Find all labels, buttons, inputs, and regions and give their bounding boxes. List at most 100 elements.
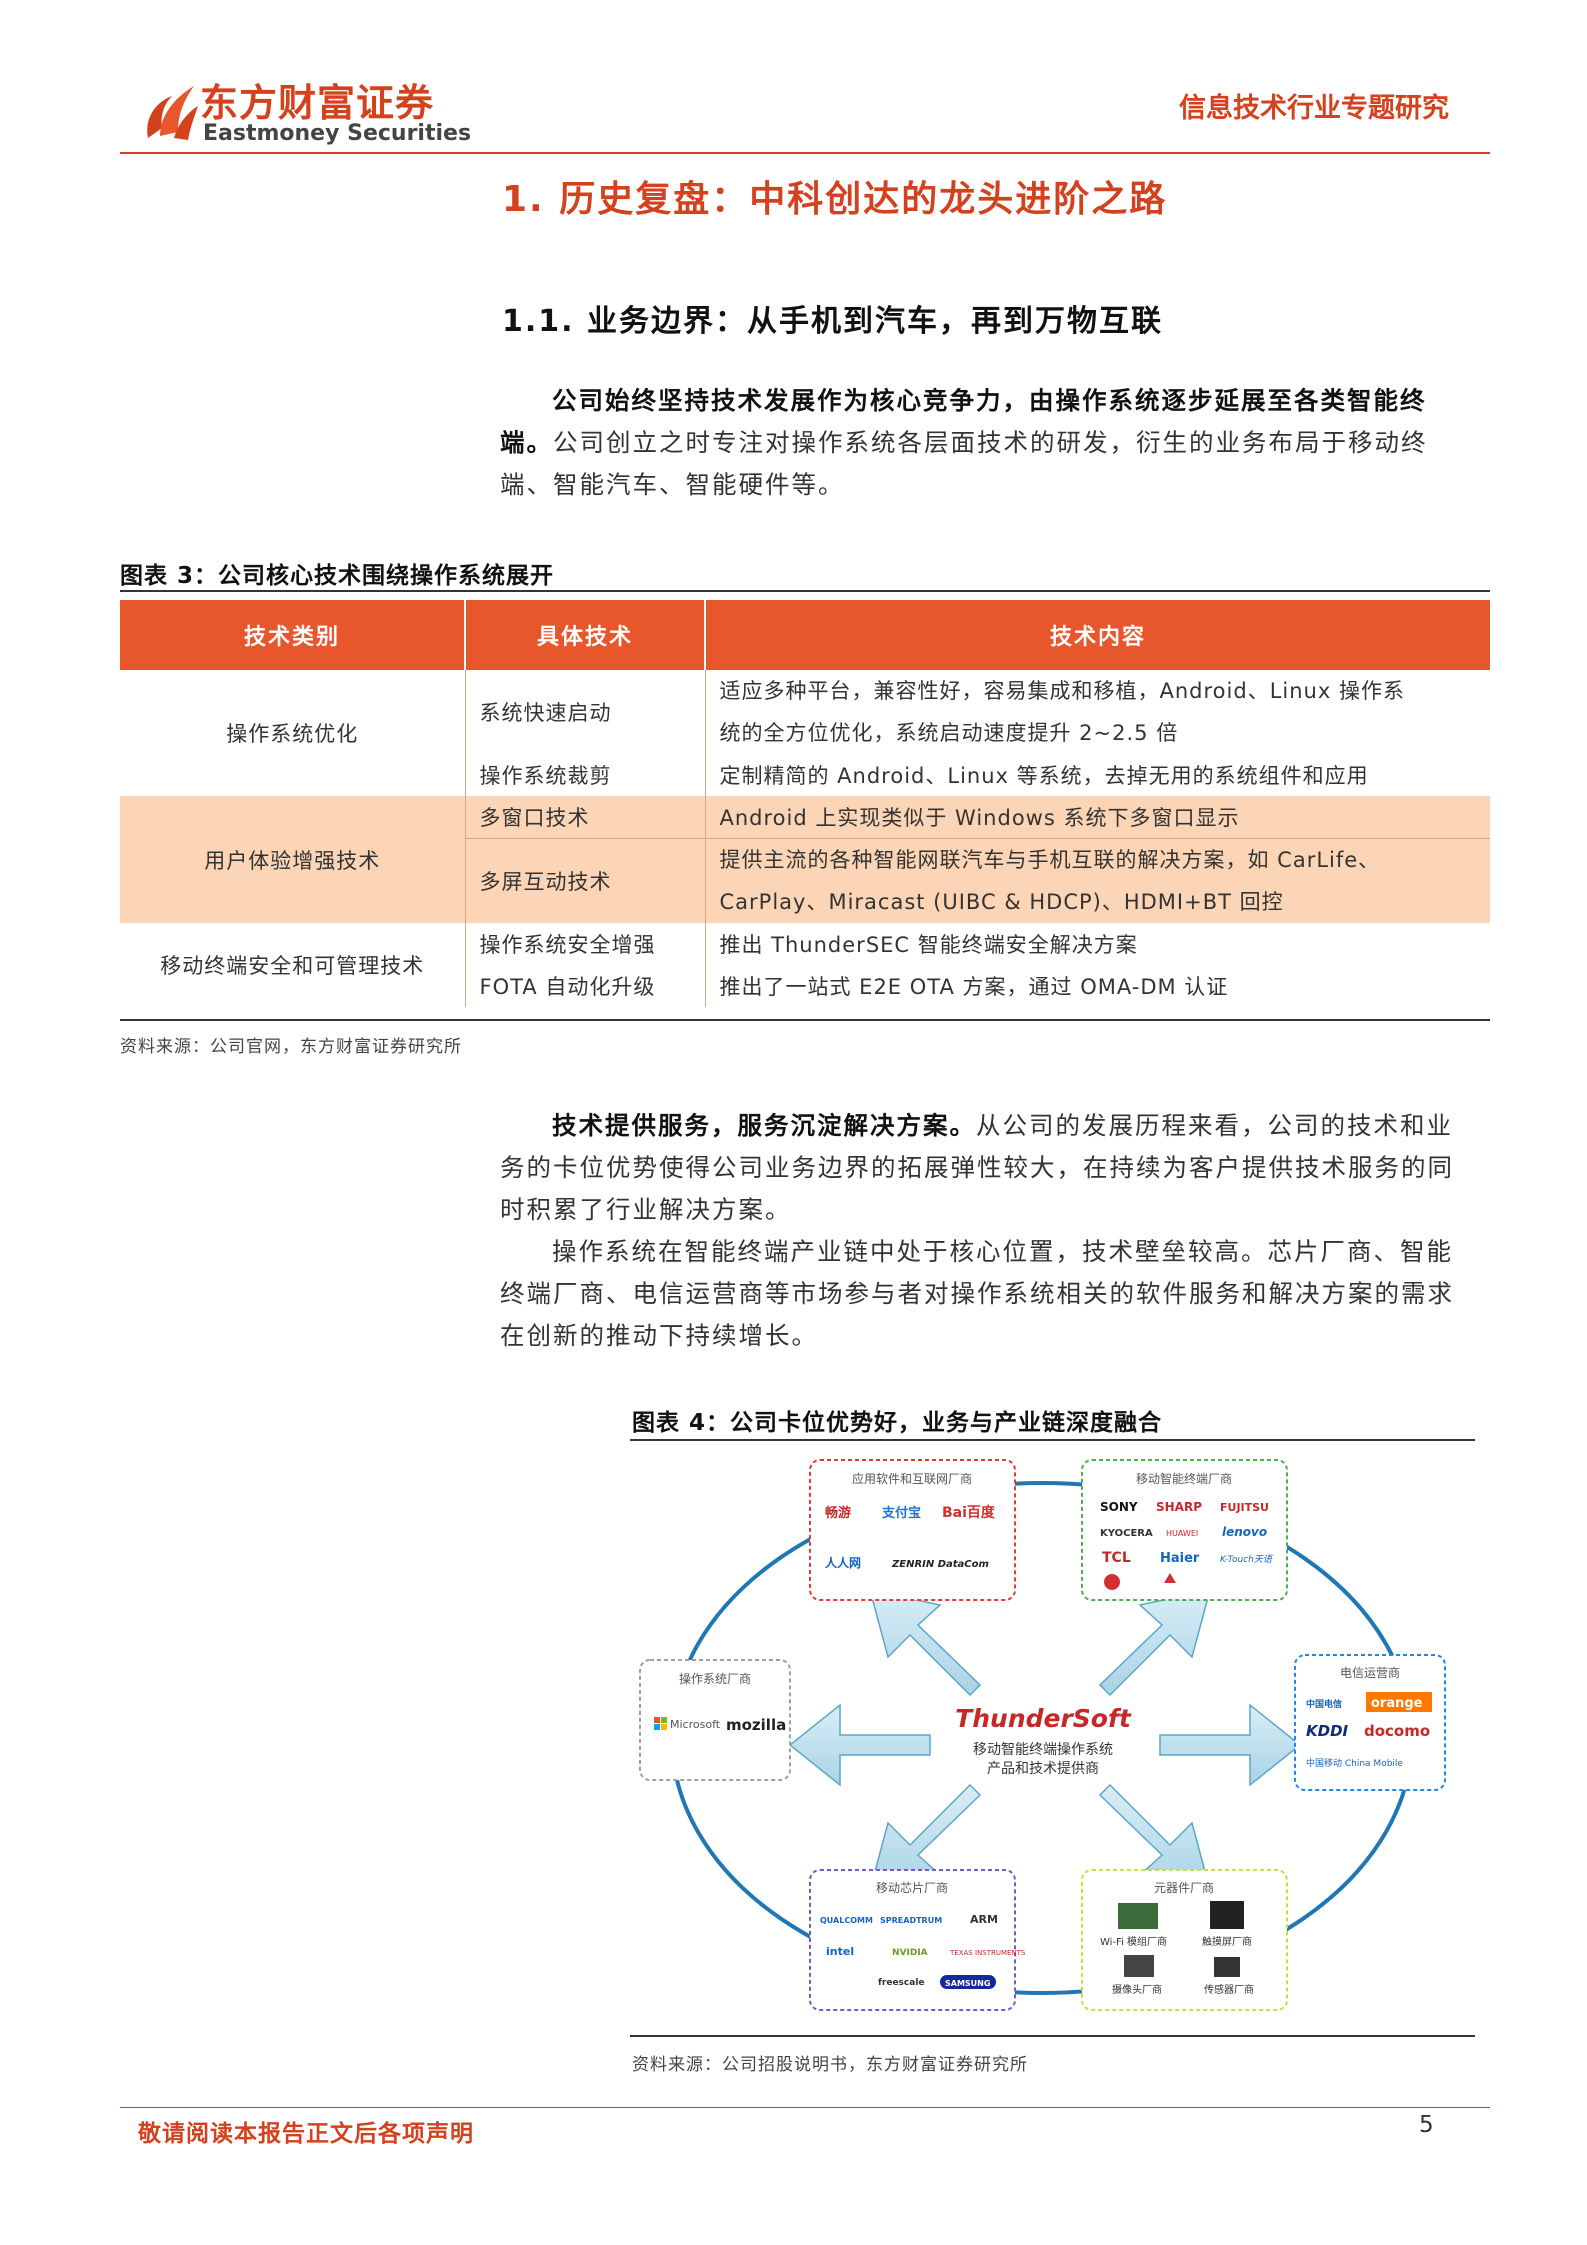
box-title: 元器件厂商 xyxy=(1154,1880,1214,1895)
paragraph-os-core: 操作系统在智能终端产业链中处于核心位置，技术壁垒较高。芯片厂商、智能终端厂商、电… xyxy=(500,1237,1454,1350)
component-label: 摄像头厂商 xyxy=(1112,1983,1162,1996)
zenrin-logo: ZENRIN DataCom xyxy=(891,1559,989,1570)
table-row: 多屏互动技术 提供主流的各种智能网联汽车与手机互联的解决方案，如 CarLife… xyxy=(120,838,1490,923)
table-row: 移动终端安全和可管理技术 操作系统安全增强 推出 ThunderSEC 智能终端… xyxy=(120,923,1490,1007)
box-component-vendors: 元器件厂商 Wi-Fi 模组厂商 触摸屏厂商 摄像头厂商 传感器厂商 xyxy=(1081,1869,1288,2011)
box-title: 电信运营商 xyxy=(1340,1665,1400,1680)
content-fota: 推出了一站式 E2E OTA 方案，通过 OMA-DM 认证 xyxy=(719,975,1229,999)
component-label: Wi-Fi 模组厂商 xyxy=(1100,1935,1167,1948)
intro-bold-lead: 公司始终坚持技术发展作为核心竞争力，由操作系统逐步延展至各类智能终端。 xyxy=(500,386,1427,457)
alipay-logo: 支付宝 xyxy=(881,1505,921,1521)
renren-logo: 人人网 xyxy=(825,1555,861,1570)
box-title: 移动芯片厂商 xyxy=(876,1880,948,1895)
content-multi-window: Android 上实现类似于 Windows 系统下多窗口显示 xyxy=(705,796,1490,839)
table-header-row: 技术类别 具体技术 技术内容 xyxy=(120,600,1490,670)
tech-multi-window: 多窗口技术 xyxy=(465,796,706,839)
samsung-logo: SAMSUNG xyxy=(945,1979,990,1988)
figure-3-top-rule xyxy=(120,590,1490,592)
intro-body: 公司创立之时专注对操作系统各层面技术的研发，衍生的业务布局于移动终端、智能汽车、… xyxy=(500,428,1428,499)
figure-3-source: 资料来源：公司官网，东方财富证券研究所 xyxy=(120,1037,462,1057)
baidu-logo: Bai百度 xyxy=(942,1504,996,1521)
category-os-optimization: 操作系统优化 xyxy=(120,670,466,796)
arrow-left xyxy=(788,1703,931,1787)
eastmoney-logo-icon xyxy=(147,86,198,140)
china-mobile-logo: 中国移动 China Mobile xyxy=(1306,1757,1403,1769)
content-line: 适应多种平台，兼容性好，容易集成和移植，Android、Linux 操作系 xyxy=(719,679,1405,703)
china-telecom-logo: 中国电信 xyxy=(1306,1698,1342,1710)
haier-logo: Haier xyxy=(1160,1551,1200,1566)
arrow-right xyxy=(1159,1703,1302,1787)
freescale-logo: freescale xyxy=(878,1978,925,1988)
logo-chinese-name: 东方财富证券 xyxy=(200,81,435,125)
report-type-title: 信息技术行业专题研究 xyxy=(1179,93,1449,124)
docomo-logo: docomo xyxy=(1364,1722,1430,1740)
touchscreen-icon xyxy=(1210,1901,1244,1929)
section-heading: 1. 历史复盘：中科创达的龙头进阶之路 xyxy=(502,179,1168,220)
content-fast-boot: 适应多种平台，兼容性好，容易集成和移植，Android、Linux 操作系统的全… xyxy=(705,670,1490,754)
box-os-vendors: 操作系统厂商 Microsoft mozilla xyxy=(639,1659,791,1781)
content-line: 统的全方位优化，系统启动速度提升 2~2.5 倍 xyxy=(719,721,1179,745)
subsection-heading: 1.1. 业务边界：从手机到汽车，再到万物互联 xyxy=(502,304,1163,339)
wifi-module-icon xyxy=(1118,1903,1158,1929)
changyou-logo: 畅游 xyxy=(825,1505,851,1521)
tcl-logo: TCL xyxy=(1102,1550,1131,1566)
figure-4-title: 图表 4：公司卡位优势好，业务与产业链深度融合 xyxy=(632,1410,1163,1436)
footer-divider xyxy=(120,2107,1490,2108)
core-technology-table: 技术类别 具体技术 技术内容 操作系统优化 系统快速启动 适应多种平台，兼容性好… xyxy=(120,600,1490,1007)
content-line: CarPlay、Miracast (UIBC & HDCP)、HDMI+BT 回… xyxy=(719,890,1284,914)
industry-chain-diagram: ThunderSoft 移动智能终端操作系统 产品和技术提供商 应用软件和互联网… xyxy=(639,1459,1446,2011)
table-row: 用户体验增强技术 多窗口技术 Android 上实现类似于 Windows 系统… xyxy=(120,796,1490,923)
center-line-2: 产品和技术提供商 xyxy=(987,1761,1099,1777)
thundersoft-logo: ThunderSoft xyxy=(955,1704,1132,1733)
kddi-logo: KDDI xyxy=(1306,1722,1349,1740)
center-line-1: 移动智能终端操作系统 xyxy=(973,1742,1113,1758)
component-label: 传感器厂商 xyxy=(1204,1983,1254,1996)
tech-fota: FOTA 自动化升级 xyxy=(465,965,706,1007)
sony-logo: SONY xyxy=(1100,1500,1138,1514)
box-app-vendors: 应用软件和互联网厂商 畅游 支付宝 Bai百度 人人网 ZENRIN DataC… xyxy=(809,1459,1016,1601)
paragraph-services: 技术提供服务，服务沉淀解决方案。从公司的发展历程来看，公司的技术和业务的卡位优势… xyxy=(500,1105,1462,1231)
fujitsu-logo: FUJITSU xyxy=(1220,1501,1269,1514)
header-divider xyxy=(120,152,1490,154)
category-security-management: 移动终端安全和可管理技术 xyxy=(120,923,466,1007)
box-chip-vendors: 移动芯片厂商 QUALCOMM SPREADTRUM ARM intel NVI… xyxy=(809,1869,1026,2011)
intro-paragraph: 公司始终坚持技术发展作为核心竞争力，由操作系统逐步延展至各类智能终端。公司创立之… xyxy=(500,380,1462,506)
page-number: 5 xyxy=(1419,2112,1434,2138)
header-technology: 具体技术 xyxy=(465,600,706,670)
table-bottom-rule xyxy=(120,1019,1490,1021)
mozilla-logo: mozilla xyxy=(726,1716,786,1734)
box-device-vendors: 移动智能终端厂商 SONY SHARP FUJITSU KYOCERA HUAW… xyxy=(1081,1459,1288,1601)
huawei-logo: HUAWEI xyxy=(1166,1529,1198,1538)
ti-logo: TEXAS INSTRUMENTS xyxy=(949,1949,1026,1957)
sensor-icon xyxy=(1214,1957,1240,1977)
box-title: 应用软件和互联网厂商 xyxy=(852,1471,972,1486)
content-os-trimming: 定制精简的 Android、Linux 等系统，去掉无用的系统组件和应用 xyxy=(719,764,1369,788)
orange-logo: orange xyxy=(1371,1696,1423,1711)
tech-os-security: 操作系统安全增强 xyxy=(465,923,706,965)
qualcomm-logo: QUALCOMM xyxy=(820,1916,873,1925)
microsoft-icon xyxy=(654,1717,667,1730)
figure-3-title: 图表 3：公司核心技术围绕操作系统展开 xyxy=(120,563,555,589)
figure-4-source: 资料来源：公司招股说明书，东方财富证券研究所 xyxy=(632,2055,1028,2075)
intel-logo: intel xyxy=(826,1945,854,1958)
tech-os-trimming: 操作系统裁剪 xyxy=(465,754,706,796)
services-bold-lead: 技术提供服务，服务沉淀解决方案。 xyxy=(552,1111,976,1140)
tech-fast-boot: 系统快速启动 xyxy=(465,670,706,754)
samsung-badge xyxy=(940,1975,996,1989)
category-ux-enhancement: 用户体验增强技术 xyxy=(120,796,466,923)
header-content: 技术内容 xyxy=(705,600,1490,670)
content-line: 提供主流的各种智能网联汽车与手机互联的解决方案，如 CarLife、 xyxy=(719,848,1381,872)
box-telecom-operators: 电信运营商 中国电信 orange KDDI docomo 中国移动 China… xyxy=(1294,1654,1446,1791)
microsoft-logo: Microsoft xyxy=(670,1718,721,1731)
motorola-icon xyxy=(1104,1574,1120,1590)
ktouch-logo: K-Touch天语 xyxy=(1220,1554,1274,1565)
box-title: 移动智能终端厂商 xyxy=(1136,1471,1232,1486)
table-row: FOTA 自动化升级 推出了一站式 E2E OTA 方案，通过 OMA-DM 认… xyxy=(120,965,1490,1007)
content-multi-screen: 提供主流的各种智能网联汽车与手机互联的解决方案，如 CarLife、 CarPla… xyxy=(705,838,1490,923)
sharp-logo: SHARP xyxy=(1156,1500,1202,1514)
spreadtrum-logo: SPREADTRUM xyxy=(880,1916,942,1925)
orange-badge xyxy=(1366,1692,1432,1712)
arrow-up-left xyxy=(868,1589,982,1697)
camera-module-icon xyxy=(1124,1955,1154,1977)
table-row: 操作系统裁剪 定制精简的 Android、Linux 等系统，去掉无用的系统组件… xyxy=(120,754,1490,796)
